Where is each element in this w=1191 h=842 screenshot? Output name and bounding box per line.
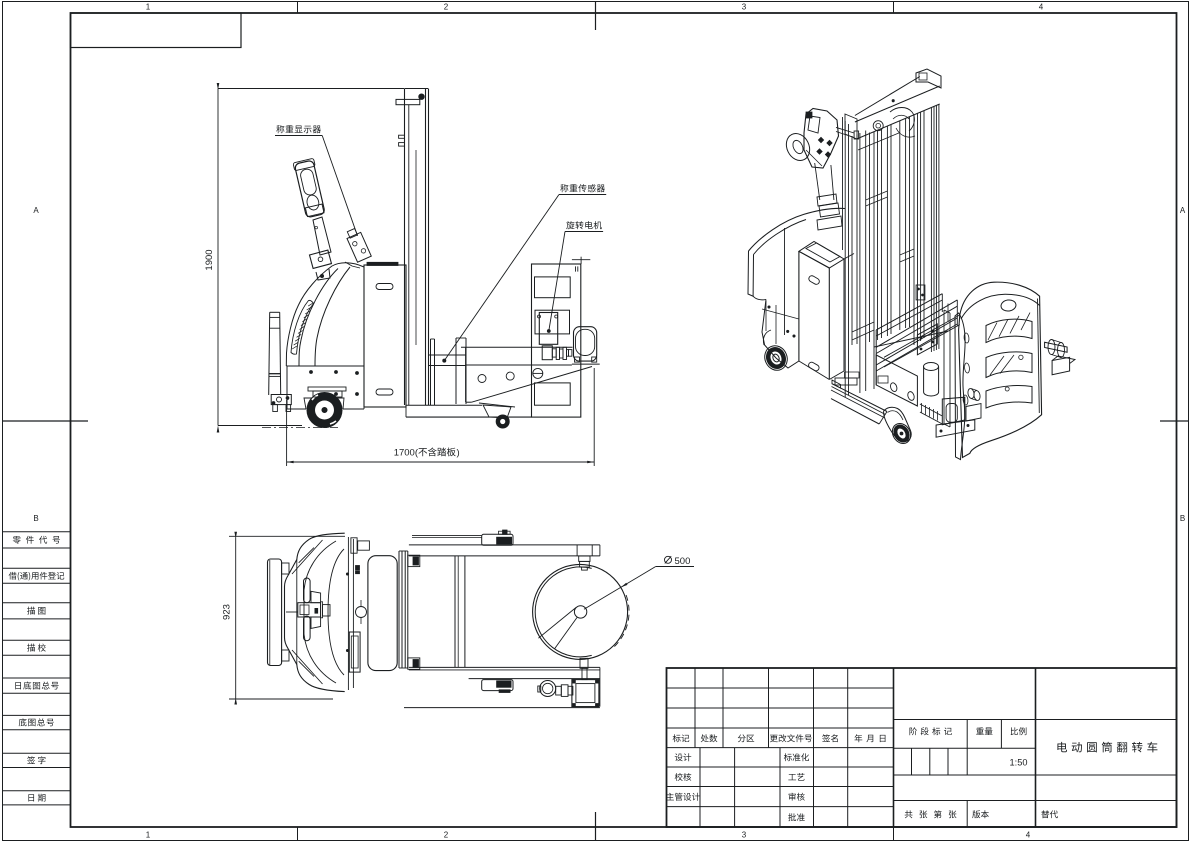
svg-text:500: 500 [675,556,691,567]
svg-text:B: B [1180,514,1185,523]
svg-text:1: 1 [146,831,151,840]
svg-text:2: 2 [444,3,449,12]
svg-text:): ) [457,448,460,459]
svg-text:3: 3 [742,3,747,12]
svg-text:923: 923 [222,604,233,620]
svg-text:B: B [33,514,38,523]
svg-text:1700(: 1700( [394,448,419,459]
svg-text:A: A [1180,206,1186,215]
svg-text:3: 3 [742,831,747,840]
svg-text:1: 1 [146,3,151,12]
svg-text:1900: 1900 [204,249,215,270]
svg-text:2: 2 [444,831,449,840]
svg-text:4: 4 [1026,831,1031,840]
svg-text:A: A [33,206,39,215]
svg-text:1:50: 1:50 [1010,758,1028,768]
svg-text:4: 4 [1039,3,1044,12]
